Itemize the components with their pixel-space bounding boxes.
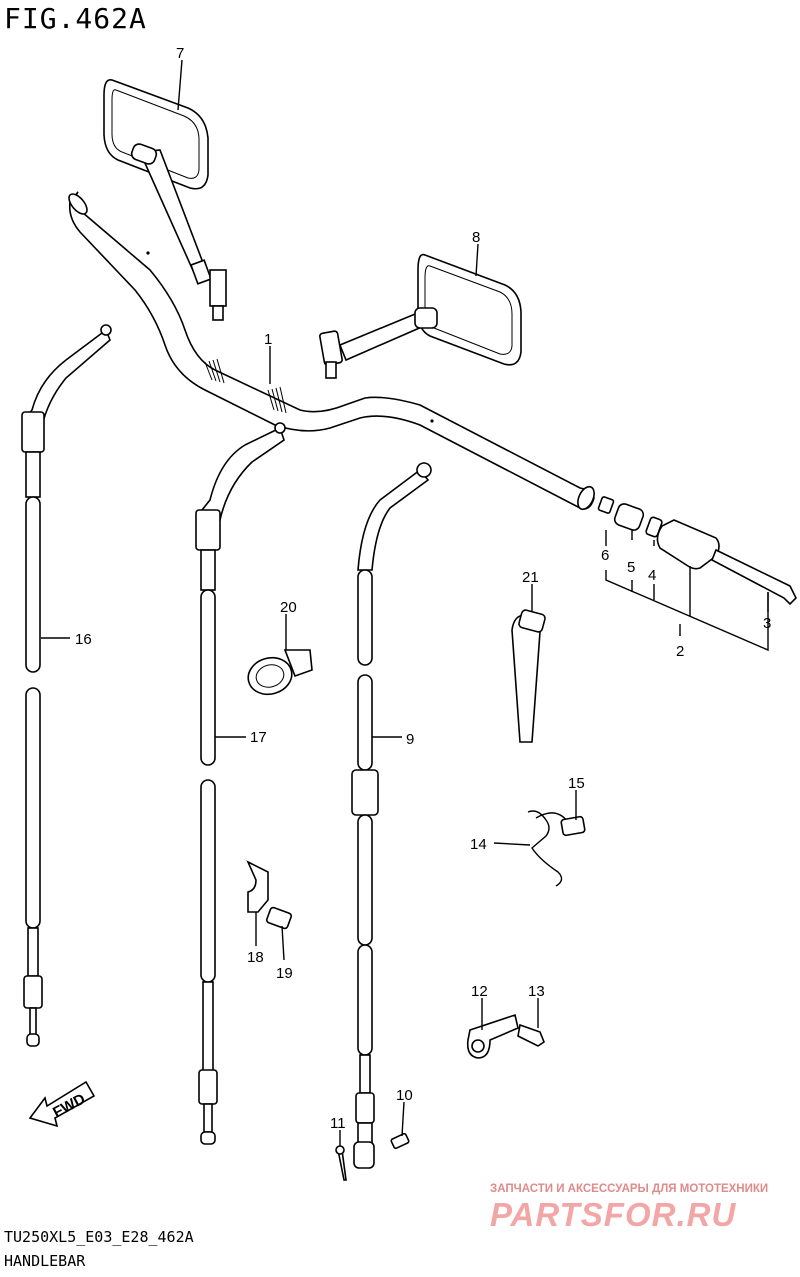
callout-8: 8: [472, 229, 480, 246]
section-name: HANDLEBAR: [4, 1252, 86, 1270]
callout-11: 11: [330, 1115, 346, 1132]
bar-end-nut-part[interactable]: [597, 496, 615, 514]
cable-tie-part[interactable]: [511, 609, 546, 743]
throttle-cable-part[interactable]: [21, 324, 112, 1047]
watermark-logo: PARTSFOR.RU: [490, 1196, 737, 1233]
handlebar-part[interactable]: [66, 191, 598, 512]
mirror-right-part[interactable]: [319, 253, 522, 379]
callout-14: 14: [470, 836, 487, 853]
mirror-left-part[interactable]: [103, 79, 227, 321]
bar-end-weight-part[interactable]: [656, 519, 720, 570]
callout-9: 9: [406, 731, 414, 748]
model-code: TU250XL5_E03_E28_462A: [4, 1228, 194, 1246]
cable-bracket-part[interactable]: [246, 860, 269, 913]
callout-20: 20: [280, 599, 297, 616]
bracket-bolt-part[interactable]: [265, 906, 293, 930]
cotter-pin-part[interactable]: [335, 1145, 347, 1181]
callout-12: 12: [471, 983, 488, 1000]
callout-17: 17: [250, 729, 267, 746]
callout-16: 16: [75, 631, 92, 648]
callout-6: 6: [601, 547, 609, 564]
callout-15: 15: [568, 775, 585, 792]
callout-7: 7: [176, 45, 184, 62]
forward-arrow-icon: FWD: [28, 1080, 96, 1128]
callout-18: 18: [247, 949, 264, 966]
clamp-bolt-part[interactable]: [517, 1023, 545, 1047]
callout-13: 13: [528, 983, 545, 1000]
callout-21: 21: [522, 569, 539, 586]
callout-5: 5: [627, 559, 635, 576]
throttle-return-cable-part[interactable]: [195, 422, 286, 1145]
clutch-bolt-part[interactable]: [390, 1132, 410, 1150]
wire-guide-bolt-part[interactable]: [560, 815, 586, 837]
watermark-tagline: ЗАПЧАСТИ И АКСЕССУАРЫ ДЛЯ МОТОТЕХНИКИ: [490, 1183, 769, 1195]
callout-4: 4: [648, 567, 656, 584]
clamp-ring-part[interactable]: [244, 649, 313, 699]
callout-2: 2: [676, 643, 684, 660]
figure-title: FIG.462A: [4, 2, 147, 35]
cable-clamp-part[interactable]: [466, 1013, 519, 1059]
clutch-cable-part[interactable]: [351, 462, 432, 1169]
callout-19: 19: [276, 965, 293, 982]
bar-end-bracket-lines: [605, 566, 769, 652]
callout-10: 10: [396, 1087, 413, 1104]
bar-end-spacer-part[interactable]: [613, 502, 645, 532]
bar-end-screw-part[interactable]: [710, 548, 797, 606]
leader-lines: [41, 59, 769, 1146]
callout-3: 3: [763, 615, 771, 632]
callout-1: 1: [264, 331, 272, 348]
